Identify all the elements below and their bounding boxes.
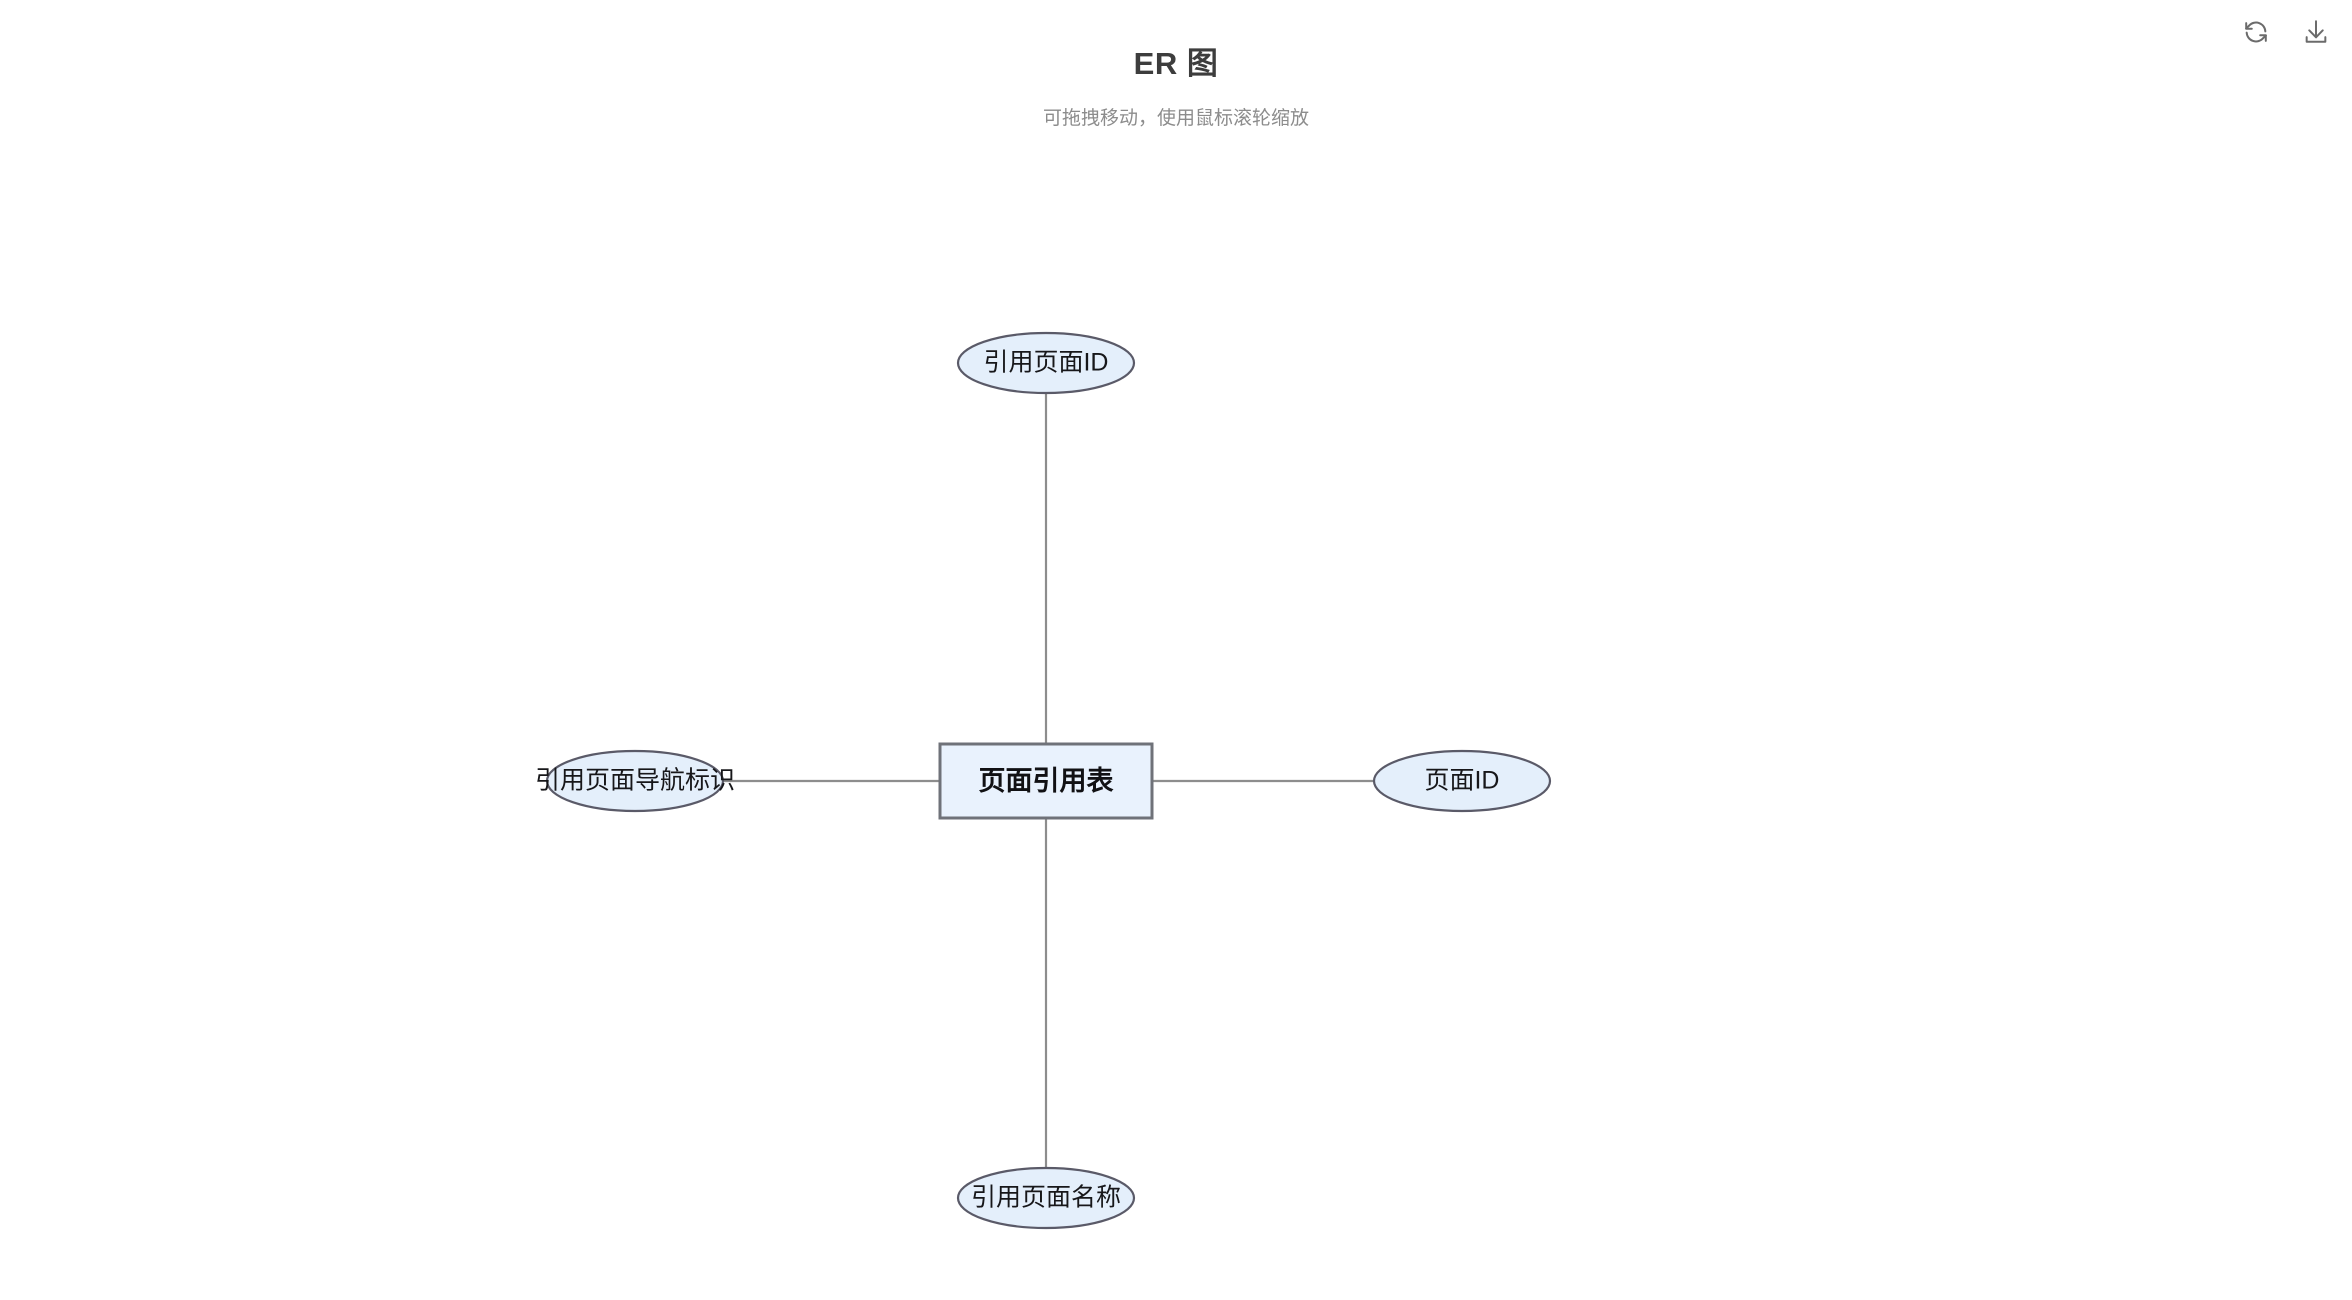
attribute-label: 引用页面导航标识 [535, 767, 735, 795]
download-icon [2302, 18, 2330, 46]
entity-label: 页面引用表 [979, 766, 1114, 796]
attribute-label: 引用页面ID [983, 349, 1108, 377]
attribute-ellipse [545, 749, 725, 813]
download-image-button[interactable] [2294, 10, 2338, 54]
attribute-ellipse [1372, 749, 1552, 813]
reset-view-button[interactable] [2234, 10, 2278, 54]
attribute-ellipse [956, 331, 1136, 395]
toolbar [2234, 10, 2338, 54]
attribute-node-ref-page-name[interactable]: 引用页面名称 [956, 1166, 1136, 1230]
attribute-node-ref-page-nav-key[interactable]: 引用页面导航标识 [535, 749, 735, 813]
attribute-label: 引用页面名称 [971, 1184, 1121, 1212]
entity-node-page-reference-table[interactable]: 页面引用表 [938, 742, 1154, 820]
refresh-icon [2242, 18, 2270, 46]
attribute-node-page-id[interactable]: 页面ID [1372, 749, 1552, 813]
attribute-node-ref-page-id[interactable]: 引用页面ID [956, 331, 1136, 395]
attribute-ellipse [956, 1166, 1136, 1230]
entity-rect [938, 742, 1154, 820]
attribute-label: 页面ID [1424, 767, 1499, 795]
